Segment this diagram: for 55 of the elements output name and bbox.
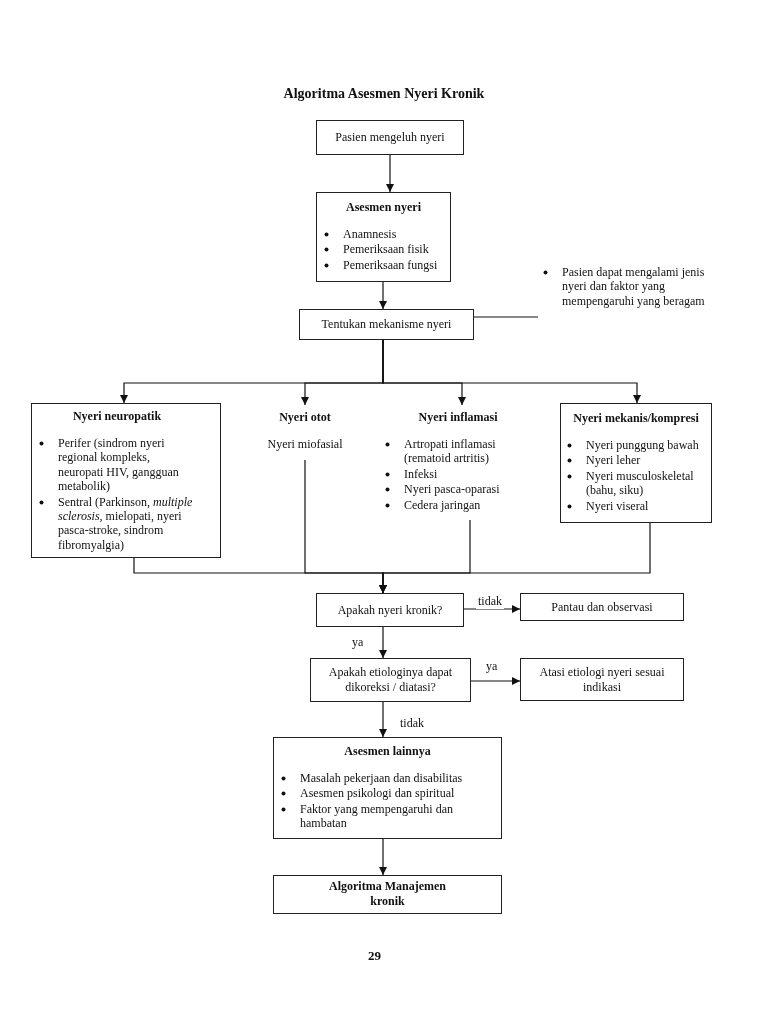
arrow xyxy=(379,522,651,594)
list-item: Nyeri leher xyxy=(586,453,642,468)
arrow xyxy=(379,626,387,659)
arrow xyxy=(382,339,641,404)
process-box xyxy=(31,403,221,558)
list-item: Masalah pekerjaan dan disabilitas xyxy=(300,771,464,786)
arrow xyxy=(379,838,387,876)
list-item: Artropati inflamasi (rematoid artritis) xyxy=(404,437,497,466)
list-item: Faktor yang mempengaruhi dan hambatan xyxy=(300,801,454,831)
arrow xyxy=(386,154,394,193)
process-box xyxy=(316,120,464,155)
node-heading: Nyeri otot xyxy=(278,410,332,425)
arrow xyxy=(379,281,387,310)
list-item: Pasien dapat mengalami jenis nyeri dan faktor yang mempengaruhi yang beragam xyxy=(562,265,706,309)
list-item: Nyeri punggung bawah xyxy=(586,438,700,453)
process-box xyxy=(273,737,502,839)
arrow xyxy=(463,605,521,613)
process-box xyxy=(310,658,471,702)
list-item: Sentral (Parkinson, multiple sclerosis, mielopati, nyeri pasca-stroke, sindrom fibromyalgia) xyxy=(58,494,194,553)
list-item: Anamnesis xyxy=(343,227,398,242)
node-text: Apakah etiologinya dapat dikoreksi / diatasi? xyxy=(327,665,454,695)
list-item: Infeksi xyxy=(404,466,439,482)
connector-line xyxy=(473,316,539,318)
node-text: Nyeri miofasial xyxy=(266,437,344,452)
process-box xyxy=(560,403,712,523)
process-box xyxy=(520,658,684,701)
edge-label: tidak xyxy=(476,594,504,609)
node-heading: Asesmen nyeri xyxy=(345,200,422,215)
process-box xyxy=(316,192,451,282)
list-item: Pemeriksaan fisik xyxy=(343,242,430,257)
list-item: Asesmen psikologi dan spiritual xyxy=(300,786,456,801)
list-item: Perifer (sindrom nyeri regional kompleks, neuropati HIV, gangguan metabolik) xyxy=(58,436,180,494)
node-text: Tentukan mekanisme nyeri xyxy=(320,317,453,332)
node-heading: Nyeri neuropatik xyxy=(71,409,163,424)
diagram-title: Algoritma Asesmen Nyeri Kronik xyxy=(282,86,486,102)
node-heading: Algoritma Manajemen kronik xyxy=(328,879,447,909)
node-text: Atasi etiologi nyeri sesuai indikasi xyxy=(538,665,666,695)
node-text: Apakah nyeri kronik? xyxy=(336,603,444,618)
process-box xyxy=(273,875,502,914)
arrow xyxy=(379,701,387,738)
process-box xyxy=(299,309,474,340)
node-heading: Nyeri mekanis/kompresi xyxy=(572,411,700,426)
list-item: Pemeriksaan fungsi xyxy=(343,257,439,273)
list-item: Nyeri viseral xyxy=(586,498,650,513)
arrow xyxy=(470,677,521,685)
page-number: 29 xyxy=(368,948,381,964)
node-heading: Asesmen lainnya xyxy=(343,744,432,759)
list-item: Nyeri pasca-oparasi xyxy=(404,482,501,497)
list-item: Cedera jaringan xyxy=(404,497,482,512)
process-box xyxy=(316,593,464,627)
process-box xyxy=(520,593,684,621)
node-text: Pasien mengeluh nyeri xyxy=(334,130,446,145)
list-item: Nyeri musculoskeletal (bahu, siku) xyxy=(586,468,695,498)
node-heading: Nyeri inflamasi xyxy=(417,410,499,425)
node-text: Pantau dan observasi xyxy=(550,600,654,615)
